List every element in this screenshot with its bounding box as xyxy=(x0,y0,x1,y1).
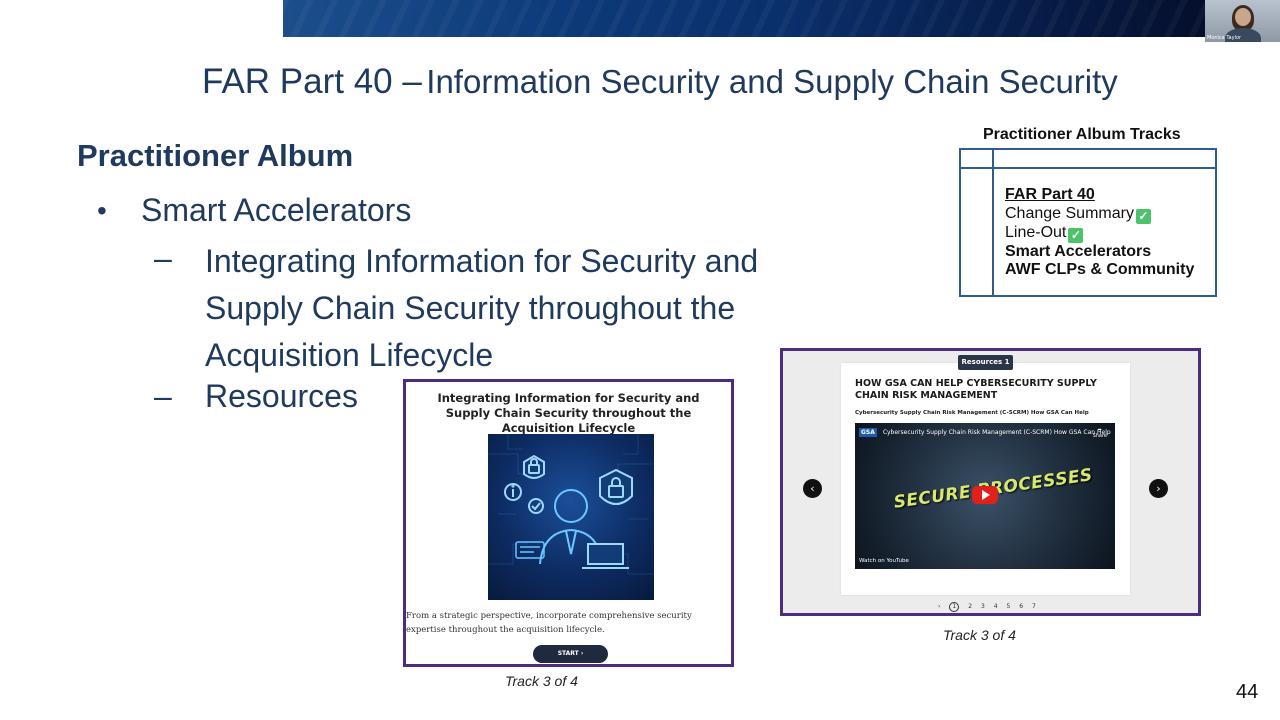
page-number: 44 xyxy=(1236,681,1259,703)
bullet-marker: • xyxy=(97,195,107,226)
sub-item-integrating: Integrating Information for Security and… xyxy=(205,243,759,373)
course-card-description: From a strategic perspective, incorporat… xyxy=(406,611,692,635)
start-button-label: START xyxy=(557,650,579,657)
share-button[interactable]: ➦ Share xyxy=(1093,427,1107,439)
sub-bullet-marker: – xyxy=(154,240,172,276)
presenter-face xyxy=(1235,8,1251,26)
laptop-icon xyxy=(582,543,629,569)
pager-page-6[interactable]: 6 xyxy=(1019,603,1024,610)
track-item-far-part-40: FAR Part 40 xyxy=(1005,186,1095,203)
security-illustration-svg xyxy=(488,434,654,575)
pager-page-5[interactable]: 5 xyxy=(1006,603,1011,610)
chevron-right-icon: › xyxy=(580,650,584,657)
slide-title-part1: FAR Part 40 – xyxy=(202,62,422,101)
tracks-table xyxy=(959,148,1217,297)
sub-item-resources: Resources xyxy=(205,378,358,414)
slide-title: FAR Part 40 – Information Security and S… xyxy=(202,62,1118,102)
resource-subtitle: Cybersecurity Supply Chain Risk Manageme… xyxy=(855,410,1089,416)
pager-page-3[interactable]: 3 xyxy=(981,603,985,610)
sub-bullet-marker: – xyxy=(154,378,172,414)
slide-title-part2: Information Security and Supply Chain Se… xyxy=(426,63,1118,100)
video-title-bar: GSA Cybersecurity Supply Chain Risk Mana… xyxy=(859,428,1111,437)
course-card[interactable]: Integrating Information for Security and… xyxy=(403,379,734,667)
start-button[interactable]: START › xyxy=(533,645,608,663)
video-player[interactable]: GSA Cybersecurity Supply Chain Risk Mana… xyxy=(855,423,1115,569)
tracks-heading: Practitioner Album Tracks xyxy=(983,126,1181,143)
presenter-webcam: Monica Taylor xyxy=(1205,0,1280,42)
course-card-title: Integrating Information for Security and… xyxy=(437,391,700,435)
header-banner xyxy=(283,0,1205,37)
table-row-divider xyxy=(961,167,1215,169)
pager-page-7[interactable]: 7 xyxy=(1032,603,1036,610)
watch-on-label: Watch on xyxy=(859,558,885,564)
share-icon: ➦ xyxy=(1097,427,1102,433)
check-icon: ✓ xyxy=(1135,208,1151,224)
chevron-left-icon[interactable]: ‹ xyxy=(803,479,822,498)
carousel-pager: › 1 2 3 4 5 6 7 xyxy=(938,602,1043,612)
track-item-label: Change Summary xyxy=(1005,204,1134,222)
security-illustration xyxy=(488,434,654,600)
track-item-smart-accelerators: Smart Accelerators xyxy=(1005,242,1152,260)
track-item-label: Line-Out xyxy=(1005,223,1067,241)
pager-page-4[interactable]: 4 xyxy=(993,603,998,610)
track-label: Track 3 of 4 xyxy=(505,673,578,689)
play-icon[interactable] xyxy=(972,486,998,504)
resource-slide: HOW GSA CAN HELP CYBERSECURITY SUPPLY CH… xyxy=(841,363,1130,595)
shield-lock-icon xyxy=(599,468,633,505)
table-column-divider xyxy=(992,150,994,295)
pager-page-1[interactable]: 1 xyxy=(949,602,960,612)
check-icon: ✓ xyxy=(1068,227,1084,243)
checkmark-icon xyxy=(528,498,544,514)
chevron-right-icon[interactable]: › xyxy=(1149,479,1168,498)
share-label: Share xyxy=(1092,433,1107,439)
track-item-awf-clps: AWF CLPs & Community xyxy=(1005,261,1195,279)
tracks-list: FAR Part 40 Change Summary✓ Line-Out✓ Sm… xyxy=(1005,186,1194,280)
presenter-name: Monica Taylor xyxy=(1207,35,1242,41)
practitioner-album-heading: Practitioner Album xyxy=(77,138,354,173)
pager-page-2[interactable]: 2 xyxy=(968,603,973,610)
padlock-icon xyxy=(523,454,545,479)
gsa-logo: GSA xyxy=(859,428,877,437)
document-icon xyxy=(515,541,545,559)
track-item-change-summary: Change Summary✓ xyxy=(1005,205,1194,224)
track-label: Track 3 of 4 xyxy=(943,627,1016,643)
resources-card: HOW GSA CAN HELP CYBERSECURITY SUPPLY CH… xyxy=(780,348,1201,616)
video-title: Cybersecurity Supply Chain Risk Manageme… xyxy=(882,429,1111,436)
presenter-shoulders xyxy=(1225,28,1261,42)
pager-prev[interactable]: › xyxy=(938,603,941,610)
resource-title: HOW GSA CAN HELP CYBERSECURITY SUPPLY CH… xyxy=(855,378,1097,401)
bullet-smart-accelerators: Smart Accelerators xyxy=(141,192,412,228)
watch-on-youtube[interactable]: Watch on YouTube xyxy=(859,558,909,564)
youtube-logo: YouTube xyxy=(886,558,909,564)
resources-tab[interactable]: Resources 1 xyxy=(958,355,1013,370)
track-item-line-out: Line-Out✓ xyxy=(1005,224,1194,243)
info-icon xyxy=(504,483,522,501)
